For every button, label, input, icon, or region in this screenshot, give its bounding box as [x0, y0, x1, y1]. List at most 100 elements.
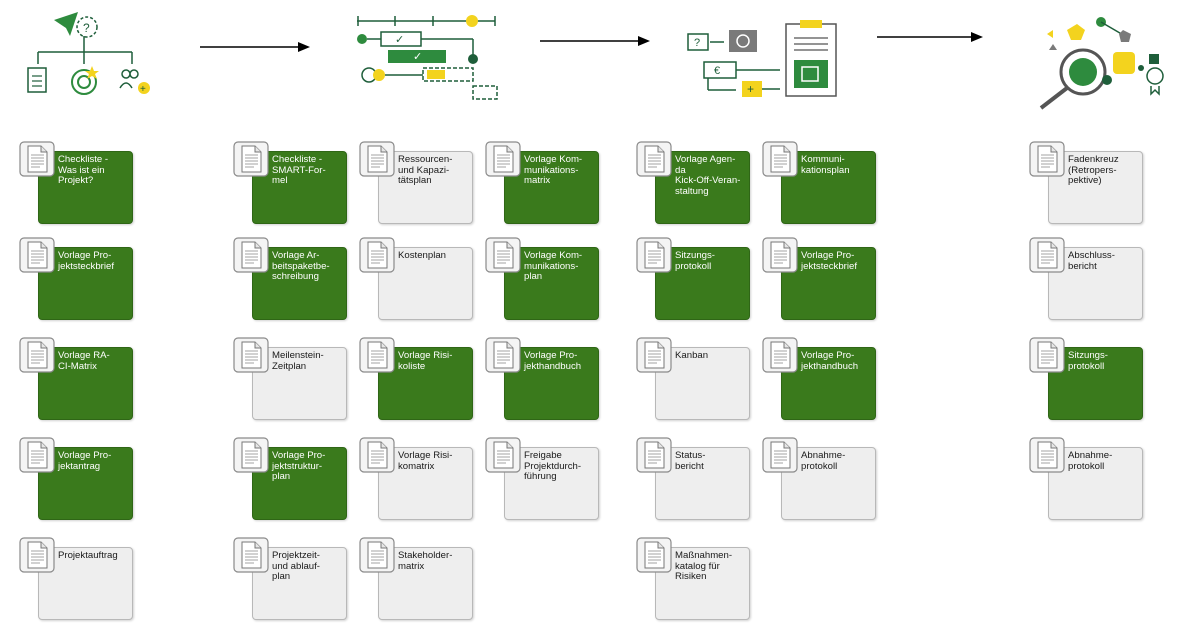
- document-icon: [636, 237, 672, 273]
- document-icon: [19, 141, 55, 177]
- template-card-label: Projektzeit- und ablauf- plan: [272, 550, 321, 582]
- document-icon: [359, 141, 395, 177]
- template-card-label: Fadenkreuz (Retropers- pektive): [1068, 154, 1119, 186]
- project-decision-icon: ? +: [20, 8, 160, 100]
- template-card-label: Freigabe Projektdurch- führung: [524, 450, 582, 482]
- template-card[interactable]: Ressourcen- und Kapazi- tätsplan: [359, 141, 473, 224]
- template-card[interactable]: Vorlage Risi- komatrix: [359, 437, 473, 520]
- template-card[interactable]: Meilenstein- Zeitplan: [233, 337, 347, 420]
- document-icon: [636, 141, 672, 177]
- template-card-label: Vorlage Pro- jektantrag: [58, 450, 112, 472]
- template-card[interactable]: Vorlage Pro- jektsteckbrief: [19, 237, 133, 320]
- template-card[interactable]: Abnahme- protokoll: [762, 437, 876, 520]
- svg-text:€: €: [714, 65, 720, 77]
- document-icon: [762, 237, 798, 273]
- document-icon: [359, 237, 395, 273]
- template-card[interactable]: Sitzungs- protokoll: [1029, 337, 1143, 420]
- template-card-label: Kanban: [675, 350, 709, 361]
- document-icon: [1029, 337, 1065, 373]
- template-card[interactable]: Vorlage Agen- da Kick-Off-Veran- staltun…: [636, 141, 750, 224]
- template-card[interactable]: Kommuni- kationsplan: [762, 141, 876, 224]
- template-card[interactable]: Vorlage Risi- koliste: [359, 337, 473, 420]
- template-card[interactable]: Vorlage Pro- jektantrag: [19, 437, 133, 520]
- phase-arrow-1: [200, 40, 312, 54]
- template-card-label: Kommuni- kationsplan: [801, 154, 850, 176]
- template-card-label: Stakeholder- matrix: [398, 550, 453, 572]
- template-card[interactable]: Projektauftrag: [19, 537, 133, 620]
- template-card[interactable]: Checkliste - Was ist ein Projekt?: [19, 141, 133, 224]
- template-card[interactable]: Vorlage Pro- jektstruktur- plan: [233, 437, 347, 520]
- svg-text:?: ?: [83, 21, 90, 35]
- document-icon: [762, 437, 798, 473]
- document-icon: [233, 437, 269, 473]
- template-card[interactable]: Stakeholder- matrix: [359, 537, 473, 620]
- template-card-label: Vorlage Risi- koliste: [398, 350, 453, 372]
- document-icon: [359, 337, 395, 373]
- document-icon: [19, 337, 55, 373]
- phase-arrow-2: [540, 34, 652, 48]
- template-card[interactable]: Vorlage RA- CI-Matrix: [19, 337, 133, 420]
- template-card[interactable]: Kanban: [636, 337, 750, 420]
- document-icon: [19, 237, 55, 273]
- template-card-label: Vorlage Pro- jektstruktur- plan: [272, 450, 326, 482]
- document-icon: [233, 337, 269, 373]
- template-card-label: Kostenplan: [398, 250, 447, 261]
- phase-arrow-3: [877, 30, 985, 44]
- document-icon: [233, 141, 269, 177]
- template-card[interactable]: Kostenplan: [359, 237, 473, 320]
- template-card[interactable]: Checkliste - SMART-For- mel: [233, 141, 347, 224]
- template-card-label: Vorlage Kom- munikations- matrix: [524, 154, 583, 186]
- template-card-label: Vorlage Agen- da Kick-Off-Veran- staltun…: [675, 154, 741, 197]
- template-card-label: Abnahme- protokoll: [1068, 450, 1113, 472]
- template-card-label: Projektauftrag: [58, 550, 118, 561]
- template-card-label: Abnahme- protokoll: [801, 450, 846, 472]
- template-card-label: Sitzungs- protokoll: [675, 250, 715, 272]
- template-card-label: Vorlage Pro- jektsteckbrief: [801, 250, 857, 272]
- template-card[interactable]: Vorlage Pro- jekthandbuch: [762, 337, 876, 420]
- document-icon: [636, 437, 672, 473]
- document-icon: [19, 437, 55, 473]
- template-card-label: Vorlage Pro- jektsteckbrief: [58, 250, 114, 272]
- template-card[interactable]: Abnahme- protokoll: [1029, 437, 1143, 520]
- template-card-label: Status- bericht: [675, 450, 706, 472]
- document-icon: [233, 237, 269, 273]
- template-card-label: Vorlage Pro- jekthandbuch: [524, 350, 582, 372]
- template-card[interactable]: Vorlage Ar- beitspaketbe- schreibung: [233, 237, 347, 320]
- template-card-label: Vorlage Kom- munikations- plan: [524, 250, 583, 282]
- document-icon: [1029, 141, 1065, 177]
- document-icon: [485, 141, 521, 177]
- template-card[interactable]: Maßnahmen- katalog für Risiken: [636, 537, 750, 620]
- template-card[interactable]: Vorlage Kom- munikations- matrix: [485, 141, 599, 224]
- template-card[interactable]: Vorlage Pro- jekthandbuch: [485, 337, 599, 420]
- document-icon: [485, 337, 521, 373]
- document-icon: [762, 337, 798, 373]
- template-card[interactable]: Vorlage Pro- jektsteckbrief: [762, 237, 876, 320]
- template-card-label: Sitzungs- protokoll: [1068, 350, 1108, 372]
- document-icon: [233, 537, 269, 573]
- svg-text:?: ?: [694, 37, 700, 49]
- template-card[interactable]: Fadenkreuz (Retropers- pektive): [1029, 141, 1143, 224]
- template-card[interactable]: Projektzeit- und ablauf- plan: [233, 537, 347, 620]
- document-icon: [19, 537, 55, 573]
- svg-text:✓: ✓: [395, 33, 404, 46]
- document-icon: [359, 437, 395, 473]
- template-card-label: Vorlage Pro- jekthandbuch: [801, 350, 859, 372]
- document-icon: [1029, 437, 1065, 473]
- template-card-label: Meilenstein- Zeitplan: [272, 350, 324, 372]
- template-card-label: Ressourcen- und Kapazi- tätsplan: [398, 154, 453, 186]
- template-card-label: Checkliste - SMART-For- mel: [272, 154, 326, 186]
- svg-text:+: +: [747, 82, 754, 96]
- template-card-label: Checkliste - Was ist ein Projekt?: [58, 154, 109, 186]
- template-card[interactable]: Status- bericht: [636, 437, 750, 520]
- svg-text:✓: ✓: [413, 50, 422, 63]
- document-icon: [359, 537, 395, 573]
- template-card[interactable]: Sitzungs- protokoll: [636, 237, 750, 320]
- svg-text:+: +: [140, 84, 146, 95]
- retrospective-analysis-icon: [1035, 10, 1175, 110]
- execution-control-icon: ? € +: [684, 18, 844, 100]
- template-card[interactable]: Freigabe Projektdurch- führung: [485, 437, 599, 520]
- document-icon: [485, 437, 521, 473]
- template-card-label: Vorlage Risi- komatrix: [398, 450, 453, 472]
- template-card[interactable]: Vorlage Kom- munikations- plan: [485, 237, 599, 320]
- template-card[interactable]: Abschluss- bericht: [1029, 237, 1143, 320]
